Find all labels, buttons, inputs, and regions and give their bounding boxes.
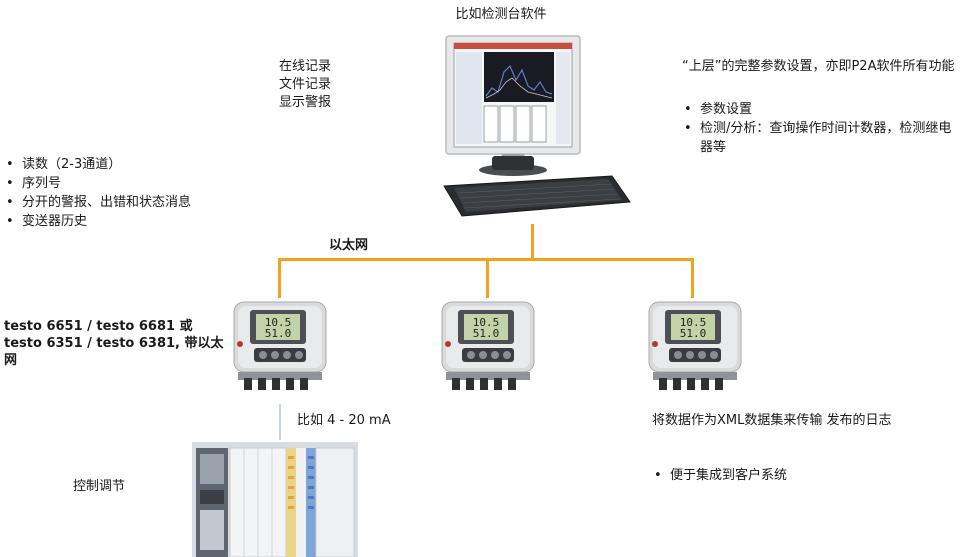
xml-bullets: 便于集成到客户系统 <box>652 466 952 485</box>
bullet-parameter-setting: 参数设置 <box>682 100 964 119</box>
ethernet-trunk-line <box>531 224 534 260</box>
display-line-2: 51.0 <box>680 327 707 340</box>
ethernet-drop-2 <box>486 258 489 298</box>
ethernet-drop-3 <box>691 258 694 298</box>
display-line-2: 51.0 <box>265 327 292 340</box>
analog-output-label: 比如 4 - 20 mA <box>297 413 391 428</box>
display-line-1: 10.5 <box>680 316 707 329</box>
display-line-1: 10.5 <box>265 316 292 329</box>
function-online-record: 在线记录 <box>279 59 332 74</box>
control-label: 控制调节 <box>73 479 126 494</box>
transmitter-2: 10.5 51.0 <box>440 300 536 392</box>
display-line-2: 51.0 <box>473 327 500 340</box>
function-file-record: 文件记录 <box>279 77 332 92</box>
software-caption: 比如检测台软件 <box>455 7 547 22</box>
transmitter-1: 10.5 51.0 <box>232 300 328 392</box>
bullet-customer-integration: 便于集成到客户系统 <box>652 466 952 485</box>
upper-layer-bullets: 参数设置 检测/分析：查询操作时间计数器，检测继电器等 <box>682 100 964 157</box>
device-info-bullets: 读数（2-3通道） 序列号 分开的警报、出错和状态消息 变送器历史 <box>4 155 244 231</box>
bullet-alarm-messages: 分开的警报、出错和状态消息 <box>4 193 244 212</box>
software-functions: 在线记录 文件记录 显示警报 <box>279 58 331 112</box>
bullet-detection-analysis: 检测/分析：查询操作时间计数器，检测继电器等 <box>682 119 964 157</box>
plc-illustration <box>192 442 358 557</box>
bullet-transmitter-history: 变送器历史 <box>4 212 244 231</box>
ethernet-label: 以太网 <box>329 238 369 253</box>
device-model-label: testo 6651 / testo 6681 或 testo 6351 / t… <box>4 319 224 368</box>
display-line-1: 10.5 <box>473 316 500 329</box>
analog-signal-line <box>279 404 281 440</box>
bullet-readings: 读数（2-3通道） <box>4 155 244 174</box>
transmitter-3: 10.5 51.0 <box>647 300 743 392</box>
bullet-serial-number: 序列号 <box>4 174 244 193</box>
xml-transfer-label: 将数据作为XML数据集来传输 发布的日志 <box>652 413 892 428</box>
ethernet-drop-1 <box>278 258 281 298</box>
upper-layer-description: “上层”的完整参数设置，亦即P2A软件所有功能 <box>682 59 955 74</box>
function-alarm-display: 显示警报 <box>279 95 332 110</box>
computer-illustration <box>443 35 631 217</box>
